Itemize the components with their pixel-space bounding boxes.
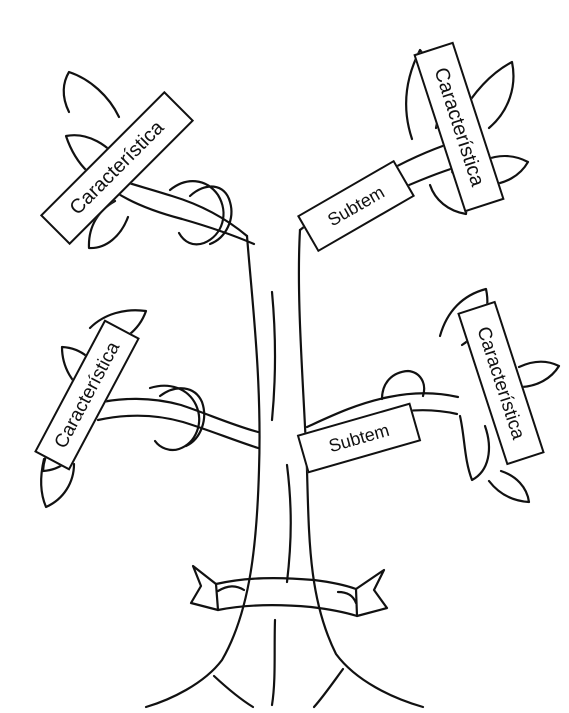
- branch-ribbons: [158, 185, 233, 448]
- label-text: Subtem: [326, 419, 392, 457]
- tree-trunk: [144, 228, 425, 709]
- trunk-banner: [189, 564, 389, 618]
